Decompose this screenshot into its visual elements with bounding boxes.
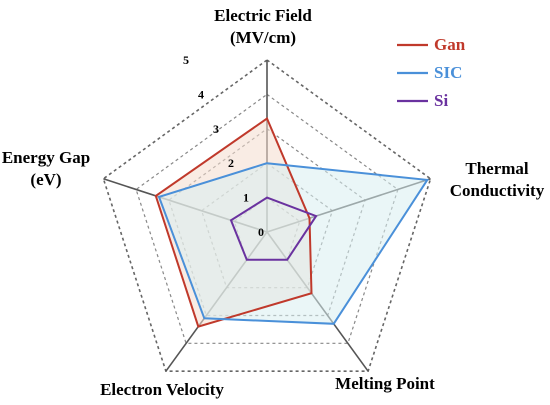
axis-label-2-line-2: Conductivity <box>450 181 545 200</box>
series-line-sic <box>157 162 430 325</box>
axis-label-3-line-1: Melting Point <box>335 374 435 393</box>
tick-label-1: 1 <box>243 191 249 205</box>
axis-label-5-line-2: (eV) <box>30 170 61 189</box>
tick-label-3: 3 <box>213 122 219 136</box>
tick-label-0: 0 <box>258 225 264 239</box>
radial-tick-labels: 0 1 2 3 4 5 <box>183 53 264 239</box>
axis-label-1-line-1: Electric Field <box>214 6 312 25</box>
legend-label-si: Si <box>434 91 448 110</box>
tick-label-4: 4 <box>198 87 204 101</box>
axis-label-1-line-2: (MV/cm) <box>230 28 296 47</box>
series-line-gan <box>154 116 313 328</box>
axis-label-5-line-1: Energy Gap <box>2 148 90 167</box>
axis-label-4-line-1: Electron Velocity <box>100 380 224 399</box>
series-area-sic <box>159 163 428 324</box>
tick-label-2: 2 <box>228 156 234 170</box>
legend-label-gan: Gan <box>434 35 466 54</box>
series-lines <box>154 116 430 328</box>
axis-labels: Electric Field (MV/cm) ThermalConductivity… <box>2 6 545 399</box>
tick-label-5: 5 <box>183 53 189 67</box>
grid-ring-5 <box>102 59 432 373</box>
axis-label-2-line-1: Thermal <box>465 159 529 178</box>
series-fills <box>155 118 428 327</box>
legend-label-sic: SIC <box>434 63 462 82</box>
series-line-si <box>229 196 318 261</box>
